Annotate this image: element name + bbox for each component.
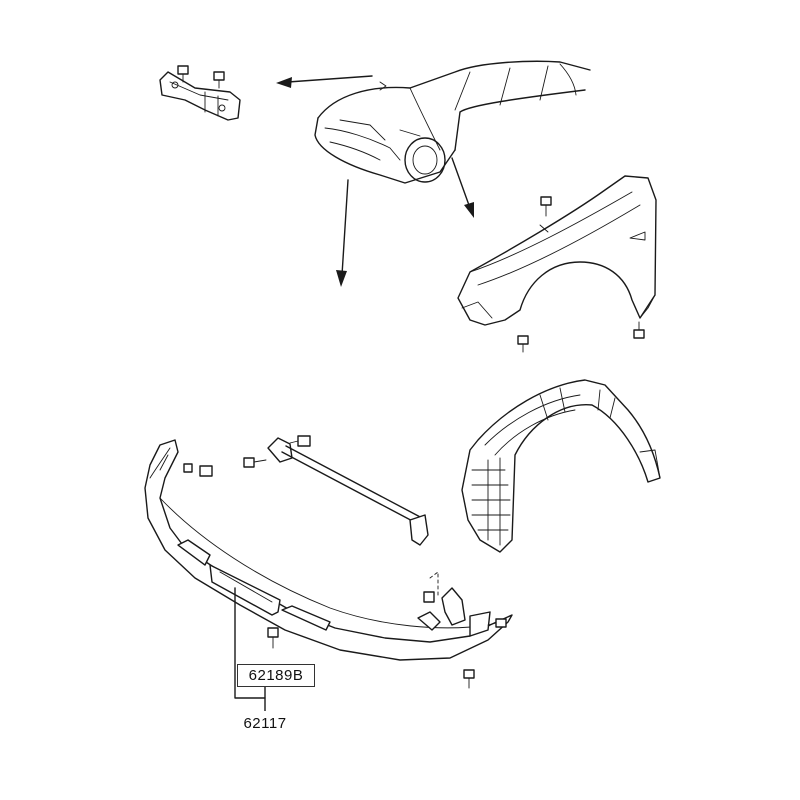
front-fender (457, 175, 657, 353)
bumper-fasteners (267, 571, 507, 689)
arrow-to-bumper (336, 179, 349, 287)
part-label-62189B[interactable]: 62189B (237, 664, 315, 687)
arrow-to-fender (451, 157, 474, 218)
car-overview (314, 60, 591, 184)
mounting-bracket (159, 65, 387, 121)
part-label-62117[interactable]: 62117 (228, 711, 302, 736)
part-number-text: 62189B (248, 667, 304, 684)
front-bumper-cover (144, 439, 513, 661)
part-leader-lines (234, 587, 266, 713)
wheel-house-liner (461, 379, 661, 553)
reinforcement-bar (183, 435, 429, 546)
arrow-to-bracket (276, 75, 373, 88)
part-number-text: 62117 (243, 715, 287, 732)
